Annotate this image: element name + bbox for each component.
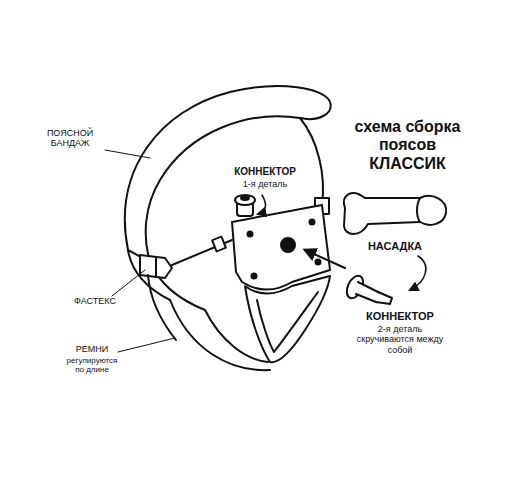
front-plate bbox=[232, 205, 330, 290]
connector-part-1 bbox=[235, 195, 255, 216]
part-label: 2-я деталь скручиваются между собой bbox=[350, 324, 450, 355]
plate-hole bbox=[281, 238, 295, 252]
pouch bbox=[245, 276, 330, 362]
attachment bbox=[344, 193, 446, 234]
leader-line bbox=[112, 270, 145, 296]
snap bbox=[316, 260, 321, 265]
snap bbox=[248, 232, 253, 237]
belt-right-strap bbox=[300, 118, 323, 205]
fastex-buckle bbox=[140, 255, 172, 278]
diagram-title: схема сборка поясов КЛАССИК bbox=[345, 118, 470, 173]
leader-line bbox=[105, 150, 150, 158]
leg-strap-left bbox=[148, 275, 176, 340]
strap-slider bbox=[212, 237, 226, 252]
connector-part-2 bbox=[344, 273, 392, 304]
pouch-inner bbox=[257, 292, 318, 352]
leg-strap-outer bbox=[170, 300, 270, 370]
snap bbox=[252, 274, 257, 279]
snap bbox=[310, 220, 315, 225]
fastex-split bbox=[155, 257, 157, 277]
part-label: ФАСТЕКС bbox=[65, 296, 125, 306]
part-label: КОННЕКТОР bbox=[225, 166, 305, 178]
part-label: РЕМНИ bbox=[62, 344, 122, 354]
part-label: КОННЕКТОР bbox=[350, 310, 450, 323]
part-label: ПОЯСНОЙ БАНДАЖ bbox=[30, 128, 110, 149]
callout-arrow bbox=[305, 250, 345, 268]
part-label: 1-я деталь bbox=[225, 179, 305, 189]
callout-arrow bbox=[258, 195, 265, 214]
leader-line bbox=[118, 338, 175, 352]
leg-strap bbox=[205, 310, 268, 362]
part-label: НАСАДКА bbox=[360, 240, 430, 253]
part-label: регулируются по длине bbox=[62, 356, 122, 374]
callout-arrow bbox=[410, 256, 426, 290]
attachment-tip bbox=[417, 198, 420, 222]
